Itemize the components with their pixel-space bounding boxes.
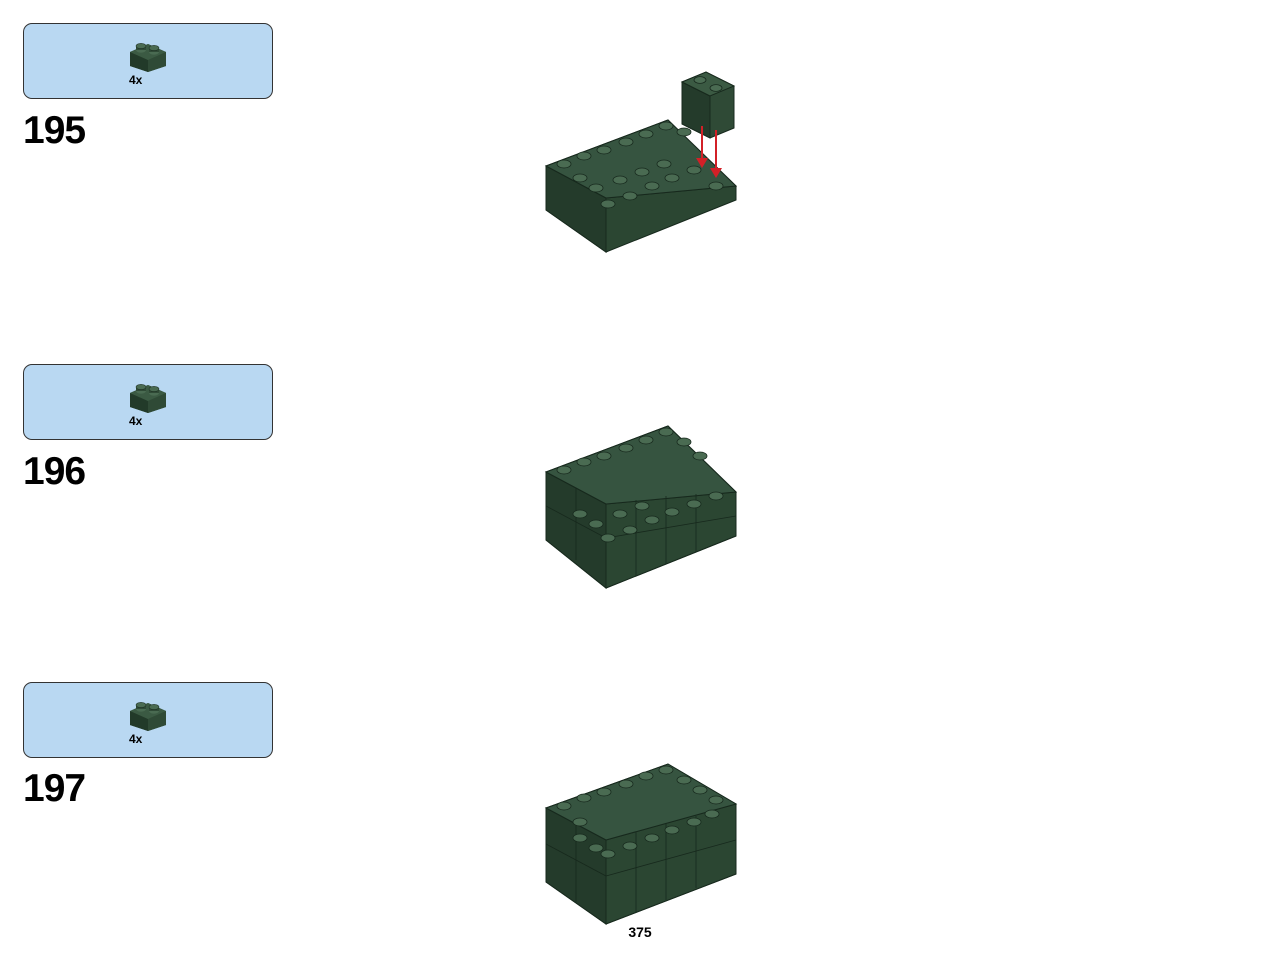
step-196: 4x 196 [23, 364, 738, 590]
parts-callout: 4x [23, 23, 273, 99]
step-number: 197 [23, 767, 86, 810]
part-quantity: 4x [129, 73, 143, 87]
model-assembly-illustration [544, 71, 738, 253]
step-number: 196 [23, 450, 86, 493]
parts-callout: 4x [23, 682, 273, 758]
step-number: 195 [23, 109, 86, 152]
dark-green-brick-1x2-icon [130, 384, 166, 413]
model-assembly-illustration [544, 763, 738, 925]
page-number: 375 [628, 924, 652, 940]
parts-callout: 4x [23, 364, 273, 440]
model-assembly-illustration [544, 425, 738, 590]
dark-green-brick-1x2-icon [130, 43, 166, 72]
part-quantity: 4x [129, 414, 143, 428]
dark-green-brick-1x2-icon [130, 702, 166, 731]
step-195: 4x 195 [0, 0, 1280, 320]
part-quantity: 4x [129, 732, 143, 746]
